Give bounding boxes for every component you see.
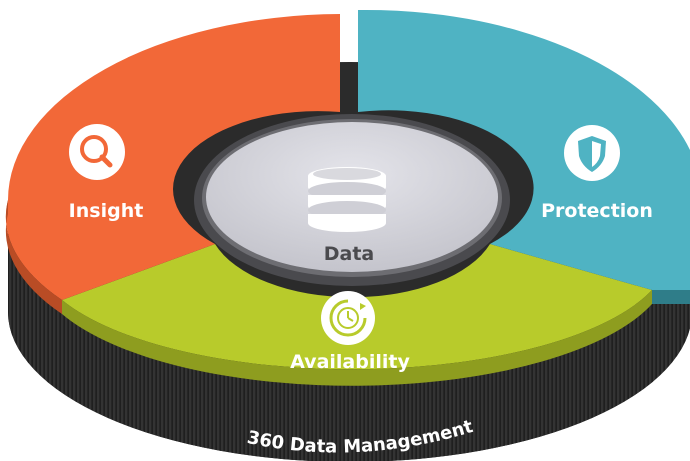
database-icon — [308, 167, 386, 232]
clock-refresh-icon — [321, 291, 375, 345]
segment-label-insight: Insight — [69, 200, 144, 222]
segment-label-protection: Protection — [541, 200, 653, 222]
segment-protection — [358, 9, 690, 304]
shield-icon — [564, 125, 620, 181]
magnifier-icon — [69, 124, 125, 180]
center-label: Data — [324, 243, 375, 265]
segment-insight — [5, 14, 341, 314]
segment-label-availability: Availability — [290, 351, 410, 373]
